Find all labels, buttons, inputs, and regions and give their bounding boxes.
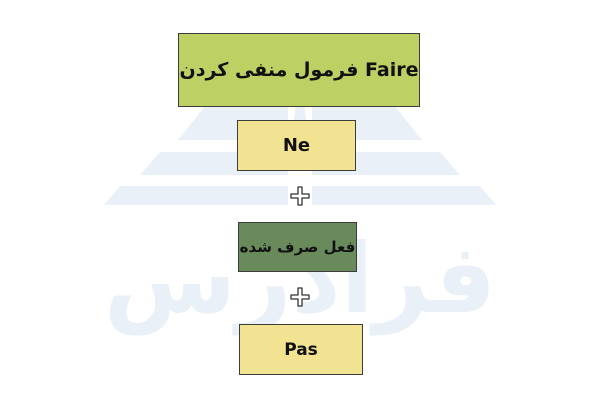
- step-conjugated-verb-label: فعل صرف شده: [239, 238, 356, 256]
- plus-icon: [290, 287, 310, 307]
- plus-icon: [290, 186, 310, 206]
- step-pas-label: Pas: [284, 339, 318, 360]
- step-pas-box: Pas: [239, 324, 363, 375]
- title-box: فرمول منفی کردن Faire: [178, 33, 420, 107]
- step-ne-box: Ne: [237, 120, 356, 171]
- title-label: فرمول منفی کردن Faire: [179, 59, 419, 81]
- step-ne-label: Ne: [282, 135, 311, 156]
- step-conjugated-verb-box: فعل صرف شده: [238, 222, 357, 272]
